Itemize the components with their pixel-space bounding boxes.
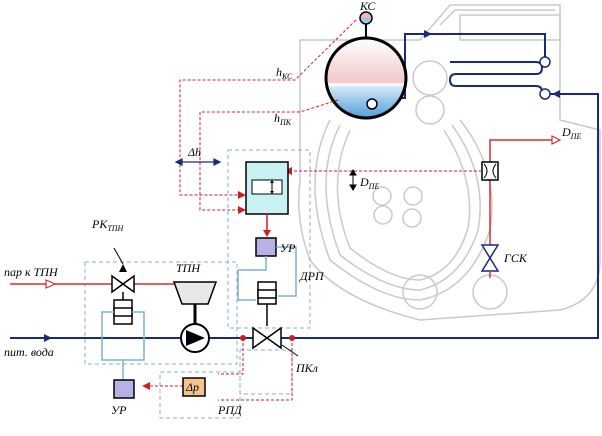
steam-arrow <box>45 279 57 289</box>
superheater-outlet-node <box>539 56 551 68</box>
rk-servo <box>113 299 133 325</box>
tpn-label: ТПН <box>176 261 201 275</box>
gsk-label: ГСК <box>503 251 528 265</box>
signal-lines <box>145 19 482 401</box>
d-pe-arrow <box>551 135 562 145</box>
rpd-hydraulics <box>101 311 145 380</box>
steam-output-line <box>489 139 552 245</box>
steam-to-tpn-label: пар к ТПН <box>4 265 59 279</box>
ks-label: КС <box>359 0 376 13</box>
ur-top-label: УР <box>280 241 296 255</box>
ur-bottom-label: УР <box>111 403 127 417</box>
ur-top-servo <box>257 281 277 326</box>
tap-node-1 <box>240 335 246 341</box>
d-pe-output-label: DПЕ <box>561 125 581 141</box>
d-pe-level-arrow <box>349 169 357 191</box>
turbine-icon <box>172 281 218 305</box>
ur-top-regulator <box>255 237 277 257</box>
h-pk-label: hПК <box>274 111 292 127</box>
dp-label: Δp <box>185 380 199 394</box>
h-ks-label: hКС <box>276 65 293 81</box>
pkl-label: ПКл <box>295 361 318 375</box>
check-valve-icon <box>424 30 432 38</box>
ks-vessel <box>359 11 373 38</box>
economizer-arrow <box>552 90 560 98</box>
rpd-label: РПД <box>217 403 243 417</box>
level-sensor-box <box>245 161 289 215</box>
control-boxes <box>84 149 311 419</box>
rk-valve-icon <box>111 274 135 294</box>
dp-sensor <box>182 377 206 397</box>
feed-water-label: пит. вода <box>4 345 54 359</box>
delta-h-label: Δh <box>187 145 201 159</box>
ur-bottom-regulator <box>113 379 135 399</box>
drum-icon <box>324 36 408 120</box>
delta-h-bracket <box>174 158 222 166</box>
pkl-valve-icon <box>252 326 282 350</box>
pkl-pointer <box>281 344 299 357</box>
boiler-outline <box>298 4 601 321</box>
feed-water-arrow <box>44 334 52 342</box>
ur-top-hydraulics <box>237 246 297 301</box>
drp-label: ДРП <box>299 269 325 283</box>
rk-tpn-label: РКТПН <box>91 217 125 233</box>
tap-node-2 <box>289 335 295 341</box>
pump-icon <box>180 323 210 353</box>
feed-water-line <box>10 93 599 339</box>
economizer-inlet-node <box>539 88 551 100</box>
signal-arrows <box>142 167 292 390</box>
d-pe-label: DПЕ <box>359 175 379 191</box>
gsk-valve-icon <box>480 244 500 272</box>
